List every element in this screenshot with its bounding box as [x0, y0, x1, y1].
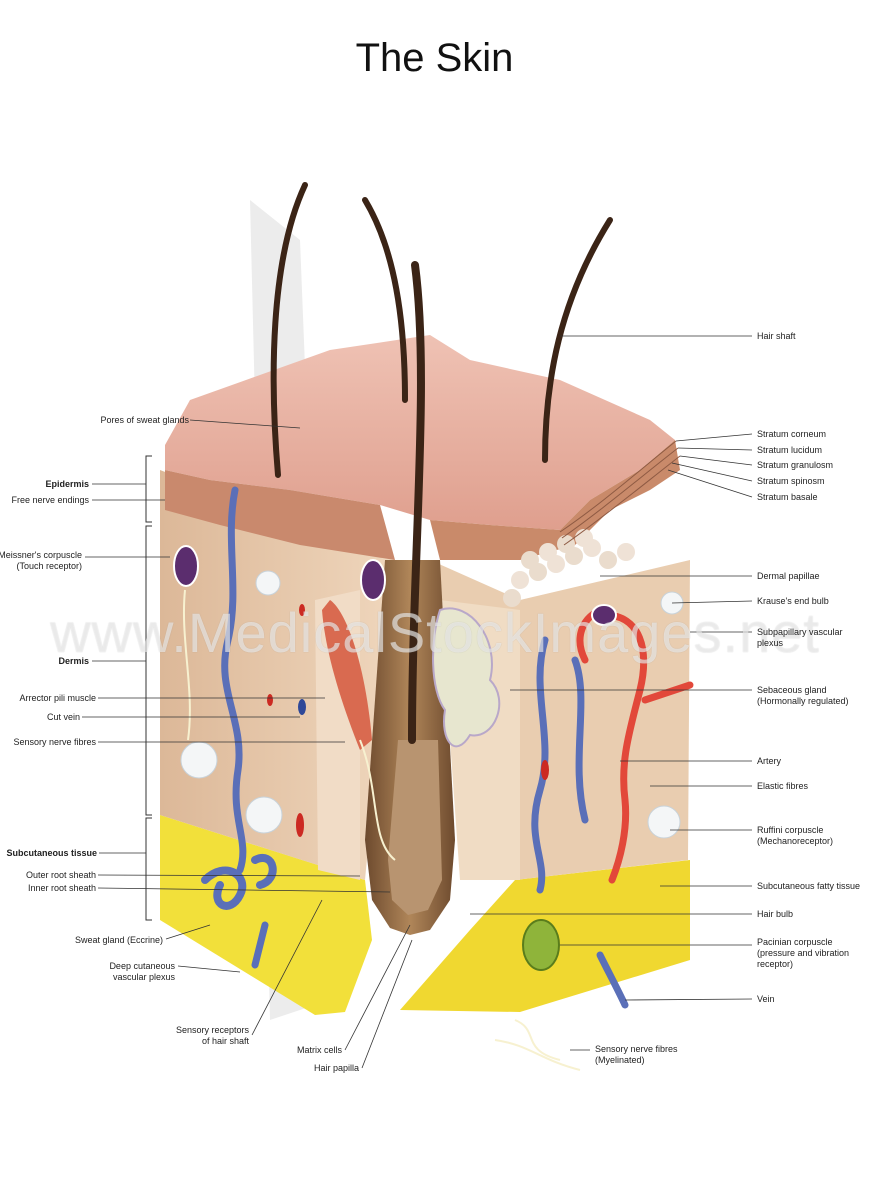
- label-stratum-lucidum: Stratum lucidum: [757, 445, 823, 455]
- sweat-gland-coil: [201, 854, 277, 910]
- sebaceous-gland: [432, 607, 501, 748]
- cut-artery-2: [299, 604, 305, 616]
- label-inner-root-sheath: Inner root sheath: [27, 883, 96, 893]
- label-ruffini-corpuscle: Ruffini corpuscle(Mechanoreceptor): [757, 825, 834, 846]
- subcutaneous-fat: [160, 815, 372, 1015]
- cut-artery-3: [296, 813, 304, 837]
- label-sensory-nerve-fibres: Sensory nerve fibres: [13, 737, 96, 747]
- label-free-nerve-endings: Free nerve endings: [11, 495, 89, 505]
- meissner-corpuscles: [173, 545, 617, 626]
- label-dermal-papillae: Dermal papillae: [757, 571, 820, 581]
- label-hair-papilla: Hair papilla: [313, 1063, 359, 1073]
- label-cut-vein: Cut vein: [46, 712, 80, 722]
- label-epidermis: Epidermis: [45, 479, 89, 489]
- label-pacinian-corpuscle: Pacinian corpuscle(pressure and vibratio…: [757, 937, 850, 969]
- stratum-bands: [559, 440, 681, 546]
- label-pores-of-sweat-glands: Pores of sweat glands: [100, 415, 189, 425]
- label-sensory-nerve-fibres-myelinated: Sensory nerve fibres(Myelinated): [595, 1044, 678, 1065]
- page-title: The Skin: [355, 36, 514, 80]
- arrector-pili-muscle: [322, 600, 372, 750]
- label-stratum-spinosm: Stratum spinosm: [757, 476, 825, 486]
- hair-shafts: [270, 182, 613, 744]
- veins: [221, 486, 629, 1009]
- label-vein: Vein: [757, 994, 775, 1004]
- cut-vein: [298, 699, 306, 715]
- label-hair-shaft: Hair shaft: [757, 331, 796, 341]
- label-outer-root-sheath: Outer root sheath: [25, 870, 96, 880]
- layer-brackets: [145, 455, 152, 921]
- hair-follicle-sheath: [388, 740, 442, 915]
- label-meissner-corpuscle: Meissner's corpuscle(Touch receptor): [0, 550, 82, 571]
- label-artery: Artery: [757, 756, 782, 766]
- label-stratum-corneum: Stratum corneum: [757, 429, 827, 439]
- cut-vein-2: [541, 760, 549, 780]
- epidermis-edge-right: [430, 440, 680, 560]
- label-stratum-basale: Stratum basale: [757, 492, 818, 502]
- cut-artery-1: [267, 694, 273, 706]
- leader-lines: [82, 335, 753, 1069]
- label-hair-bulb: Hair bulb: [757, 909, 794, 919]
- label-elastic-fibres: Elastic fibres: [757, 781, 809, 791]
- label-dermis: Dermis: [58, 656, 89, 666]
- epidermis-edge-left: [165, 470, 395, 560]
- label-sweat-gland: Sweat gland (Eccrine): [74, 935, 163, 945]
- label-arrector-pili-muscle: Arrector pili muscle: [19, 693, 96, 703]
- label-subcutaneous-tissue: Subcutaneous tissue: [6, 848, 97, 858]
- label-matrix-cells: Matrix cells: [296, 1045, 342, 1055]
- label-subcutaneous-fatty-tissue: Subcutaneous fatty tissue: [757, 881, 861, 891]
- nerve-fibres: [182, 589, 581, 1071]
- pacinian-corpuscle: [522, 919, 560, 971]
- label-krause-end-bulb: Krause's end bulb: [757, 596, 829, 606]
- label-stratum-granulosm: Stratum granulosm: [757, 460, 834, 470]
- label-sebaceous-gland: Sebaceous gland(Hormonally regulated): [757, 685, 849, 706]
